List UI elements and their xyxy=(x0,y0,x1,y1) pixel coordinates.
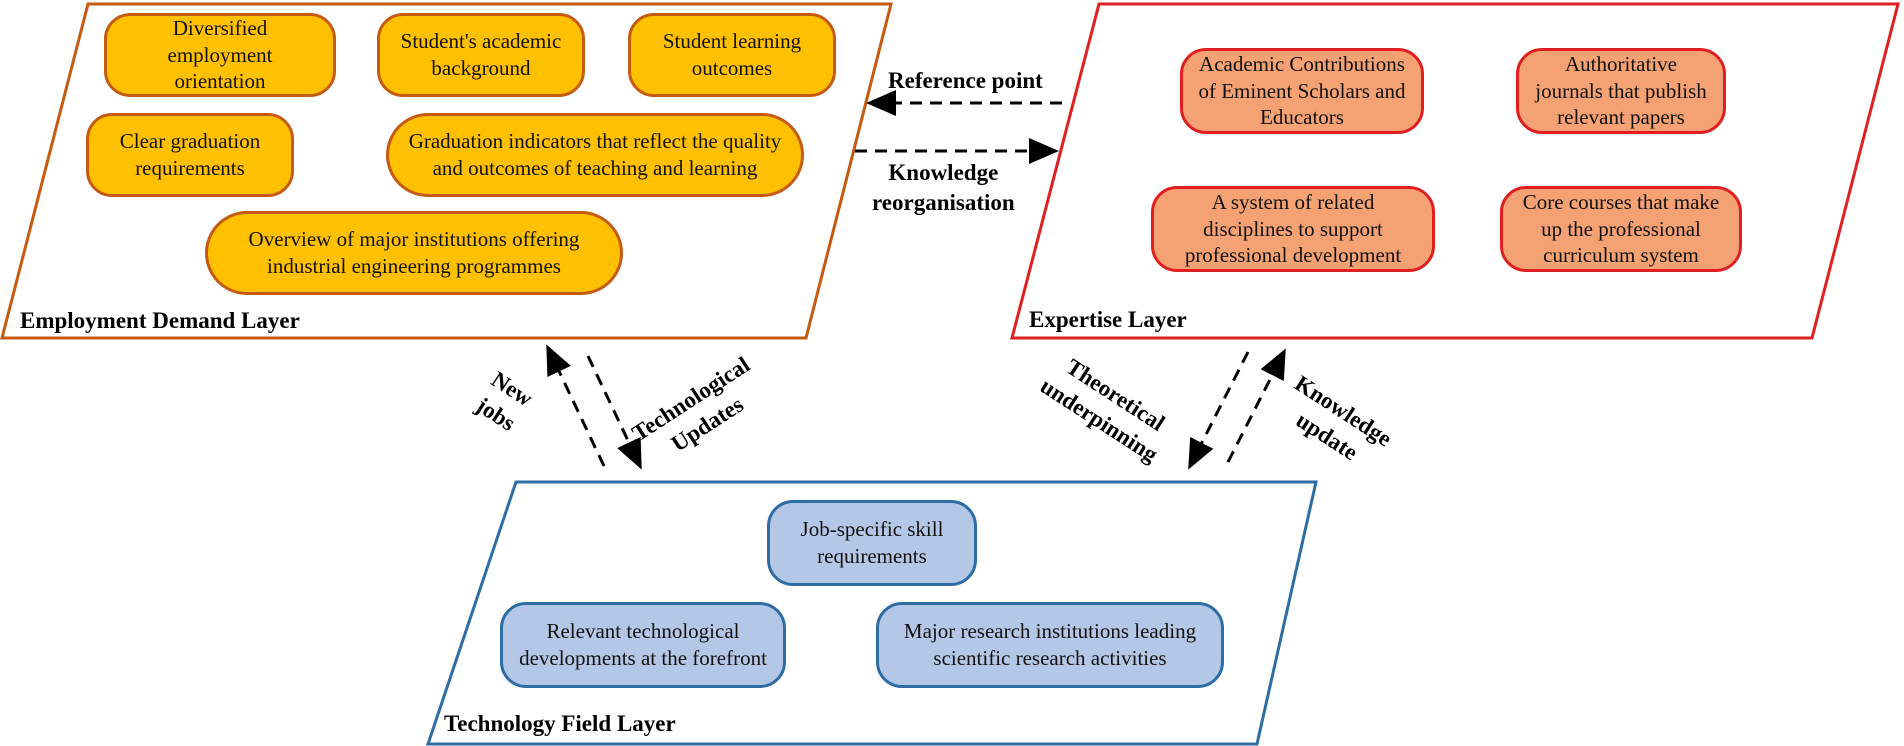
technology-layer-title: Technology Field Layer xyxy=(444,711,676,736)
new-jobs-arrow xyxy=(546,344,606,467)
node-graduation-requirements: Clear graduation requirements xyxy=(86,113,294,197)
technology-layer-frame xyxy=(425,480,1318,746)
node-research-institutions: Major research institutions leading scie… xyxy=(876,602,1224,688)
node-related-disciplines: A system of related disciplines to suppo… xyxy=(1151,186,1435,272)
node-diversified-employment: Diversified employment orientation xyxy=(104,13,336,97)
node-academic-contributions: Academic Contributions of Eminent Schola… xyxy=(1180,48,1424,134)
node-core-courses: Core courses that make up the profession… xyxy=(1500,186,1742,272)
node-job-skill-requirements: Job-specific skill requirements xyxy=(767,500,977,586)
node-learning-outcomes: Student learning outcomes xyxy=(628,13,836,97)
node-graduation-indicators: Graduation indicators that reflect the q… xyxy=(386,113,804,197)
employment-layer-title: Employment Demand Layer xyxy=(20,308,300,333)
expertise-layer-title: Expertise Layer xyxy=(1029,307,1187,332)
knowledge-update-arrow xyxy=(1226,348,1286,463)
node-technological-developments: Relevant technological developments at t… xyxy=(500,602,786,688)
node-academic-background: Student's academic background xyxy=(377,13,585,97)
theoretical-underpinning-arrow xyxy=(1188,351,1250,470)
label-knowledge-reorganisation: Knowledge reorganisation xyxy=(872,160,1015,215)
employment-layer-frame xyxy=(0,2,893,340)
node-authoritative-journals: Authoritative journals that publish rele… xyxy=(1516,48,1726,134)
technological-updates-arrow xyxy=(586,355,642,470)
node-major-institutions: Overview of major institutions offering … xyxy=(205,211,623,295)
expertise-layer-frame xyxy=(1010,2,1900,340)
label-reference-point: Reference point xyxy=(888,68,1043,93)
